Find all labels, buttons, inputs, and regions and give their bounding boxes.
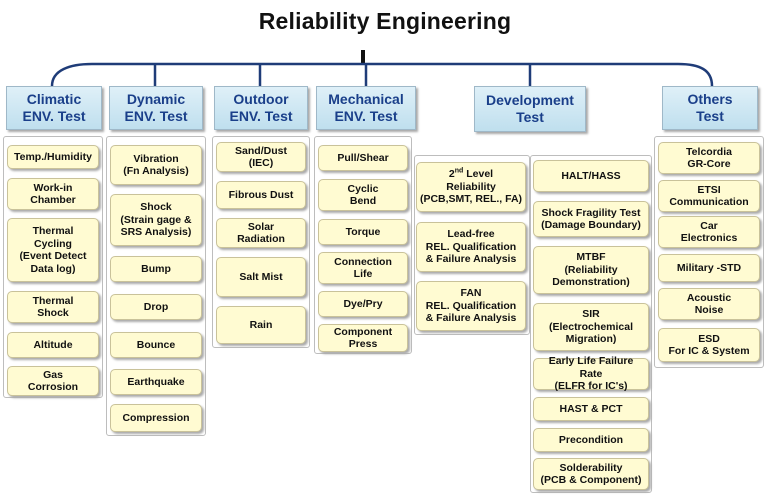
box-vibration: Vibration (Fn Analysis) (110, 145, 202, 185)
header-climatic: Climatic ENV. Test (6, 86, 102, 130)
level-number: 2 (448, 168, 455, 181)
box-altitude: Altitude (7, 332, 99, 358)
box-halt-hass: HALT/HASS (533, 160, 649, 192)
header-mechanical: Mechanical ENV. Test (316, 86, 416, 130)
box-bump: Bump (110, 256, 202, 282)
header-outdoor: Outdoor ENV. Test (214, 86, 308, 130)
box-precondition: Precondition (533, 428, 649, 452)
box-sand-dust: Sand/Dust (IEC) (216, 142, 306, 172)
box-etsi: ETSI Communication (658, 180, 760, 212)
box-salt-mist: Salt Mist (216, 257, 306, 297)
box-shock-fragility: Shock Fragility Test (Damage Boundary) (533, 201, 649, 237)
column-frame-outdoor (212, 136, 310, 348)
box-mtbf: MTBF (Reliability Demonstration) (533, 246, 649, 294)
root-stem (361, 50, 365, 64)
box-solderability: Solderability (PCB & Component) (533, 458, 649, 490)
level-suffix: nd (454, 167, 464, 175)
box-rain: Rain (216, 306, 306, 344)
header-others: Others Test (662, 86, 758, 130)
box-pull-shear: Pull/Shear (318, 145, 408, 171)
box-solar-radiation: Solar Radiation (216, 218, 306, 248)
column-frame-climatic (3, 136, 103, 398)
column-frame-dynamic (106, 136, 206, 436)
box-acoustic-noise: Acoustic Noise (658, 288, 760, 320)
box-thermal-shock: Thermal Shock (7, 291, 99, 323)
box-temp-humidity: Temp./Humidity (7, 145, 99, 169)
box-2nd-level-reliability: 2nd Level Reliability (PCB,SMT, REL., FA… (416, 162, 526, 212)
box-bounce: Bounce (110, 332, 202, 358)
box-esd: ESD For IC & System (658, 328, 760, 362)
box-military-std: Military -STD (658, 254, 760, 282)
column-frame-development-right (530, 155, 652, 493)
box-elfr: Early Life Failure Rate (ELFR for IC's) (533, 355, 649, 392)
box-sir: SIR (Electrochemical Migration) (533, 303, 649, 351)
box-gas-corrosion: Gas Corrosion (7, 366, 99, 396)
box-cyclic-bend: Cyclic Bend (318, 179, 408, 211)
diagram-title: Reliability Engineering (258, 8, 512, 34)
box-connection-life: Connection Life (318, 252, 408, 284)
column-frame-development-left (414, 155, 530, 335)
box-work-in-chamber: Work-in Chamber (7, 178, 99, 210)
top-bracket (50, 62, 714, 87)
column-frame-others (654, 136, 764, 368)
box-torque: Torque (318, 219, 408, 245)
box-fibrous-dust: Fibrous Dust (216, 181, 306, 209)
box-earthquake: Earthquake (110, 369, 202, 395)
header-dynamic: Dynamic ENV. Test (109, 86, 203, 130)
box-drop: Drop (110, 294, 202, 320)
box-dye-pry: Dye/Pry (318, 291, 408, 317)
box-component-press: Component Press (318, 324, 408, 352)
box-thermal-cycling: Thermal Cycling (Event Detect Data log) (7, 218, 99, 282)
box-compression: Compression (110, 404, 202, 432)
box-telcordia: Telcordia GR-Core (658, 142, 760, 174)
box-car-electronics: Car Electronics (658, 216, 760, 248)
box-fan: FAN REL. Qualification & Failure Analysi… (416, 281, 526, 331)
box-shock: Shock (Strain gage & SRS Analysis) (110, 194, 202, 246)
column-frame-mechanical (314, 136, 412, 354)
level-text: Level Reliability (PCB,SMT, REL., FA) (419, 168, 523, 206)
header-development: Development Test (474, 86, 586, 132)
box-lead-free: Lead-free REL. Qualification & Failure A… (416, 222, 526, 272)
box-hast-pct: HAST & PCT (533, 397, 649, 421)
